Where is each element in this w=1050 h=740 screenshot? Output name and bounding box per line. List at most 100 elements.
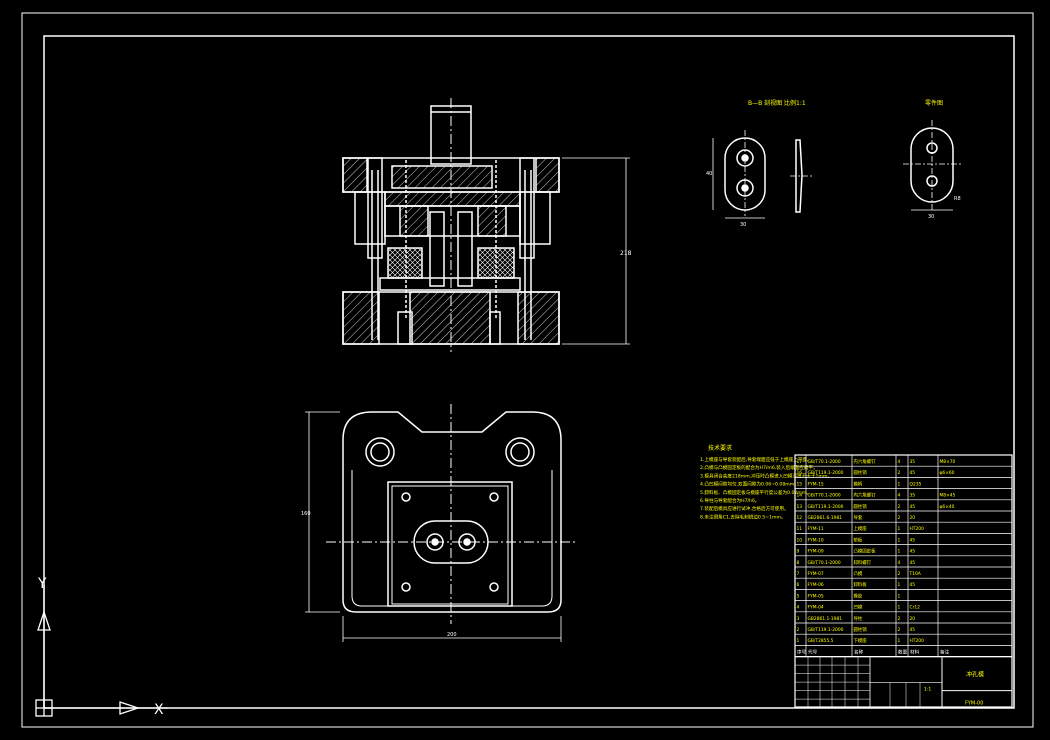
rubber-left: [387, 247, 423, 279]
bom-cell-no: 9: [797, 549, 800, 555]
section-a-title: B—B 剖视图 比例1:1: [748, 99, 806, 107]
bom-cell-note: M8×70: [940, 459, 956, 465]
bom-cell-material: 35: [910, 493, 916, 499]
bom-cell-code: GB/T119.1-2000: [808, 470, 844, 476]
bom-cell-no: 6: [797, 582, 800, 588]
bom-cell-no: 14: [797, 493, 803, 499]
tech-notes-list: 1.上模座与导套装配后,导套端面应低于上模座上平面。2.凸模与凸模固定板的配合为…: [700, 456, 832, 520]
bom-cell-material: T10A: [909, 571, 921, 577]
part-height-label: 40: [706, 171, 712, 177]
bom-cell-material: 45: [910, 470, 916, 476]
bom-cell-name: 圆柱销: [854, 503, 868, 510]
stripper-plate: [379, 277, 521, 291]
bom-cell-no: 1: [797, 638, 800, 644]
front-section-view: [342, 98, 630, 352]
bom-cell-code: FYM-10: [808, 537, 824, 543]
part-detail-plan: [903, 120, 962, 211]
bom-cell-code: GB/T119.1-2000: [808, 627, 844, 633]
tech-note: 7.装配后模具应进行试冲,合格后方可使用。: [700, 505, 789, 512]
bom-cell-name: 圆柱销: [854, 469, 868, 476]
bom-header-cell: 材料: [910, 648, 920, 655]
bom-cell-code: GB/T70.1-2000: [808, 459, 841, 465]
guide-bush-left: [367, 157, 383, 259]
plan-view: [305, 404, 578, 642]
punch-plate: [384, 205, 521, 237]
bom-cell-material: Q235: [910, 481, 922, 487]
bom-cell-no: 8: [797, 560, 800, 566]
punch-right: [457, 211, 473, 287]
bom-cell-code: FYM-15: [808, 481, 824, 487]
tech-note: 8.未注倒角C1,去除毛刺锐边0.5~1mm。: [700, 513, 786, 520]
screw-hole-tr: [489, 492, 499, 502]
bom-cell-qty: 4: [898, 560, 901, 566]
bom-cell-material: Cr12: [910, 605, 921, 611]
backing-plate: [384, 191, 521, 207]
bom-cell-name: 卸料板: [854, 581, 868, 588]
bom-cell-code: GB/T119.1-2000: [808, 504, 844, 510]
tech-note: 3.模具闭合高度218mm,冲压时凸模进入凹模深度不大于1mm。: [700, 472, 832, 479]
bom-cell-qty: 1: [898, 638, 901, 644]
bom-cell-no: 10: [797, 537, 803, 543]
bom-cell-qty: 1: [898, 481, 901, 487]
bom-cell-name: 垫板: [854, 536, 863, 543]
bom-cell-code: GB/T70.1-2000: [808, 560, 841, 566]
bom-cell-qty: 1: [898, 593, 901, 599]
bom-cell-code: FYM-09: [808, 549, 824, 555]
part-width-label: 30: [740, 222, 746, 228]
bom-cell-qty: 2: [898, 470, 901, 476]
bom-cell-code: FYM-07: [808, 571, 824, 577]
guide-hole-right: [505, 437, 535, 467]
bom-cell-no: 2: [797, 627, 800, 633]
bom-cell-no: 5: [797, 593, 800, 599]
bom-cell-qty: 2: [898, 627, 901, 633]
bom-cell-no: 13: [797, 504, 803, 510]
bom-header-cell: 名称: [854, 648, 864, 655]
screw-hole-br: [489, 582, 499, 592]
bom-cell-name: 下模座: [854, 637, 868, 644]
bom-cell-qty: 4: [898, 493, 901, 499]
bom-cell-material: HT200: [910, 526, 925, 532]
bom-cell-material: 45: [910, 582, 916, 588]
bom-cell-material: 45: [910, 560, 916, 566]
bom-cell-name: 内六角螺钉: [854, 458, 877, 465]
screw-hole-tl: [401, 492, 411, 502]
bom-cell-no: 4: [797, 605, 800, 611]
ucs-icon: [35, 585, 168, 717]
bom-header-cell: 代号: [808, 648, 818, 655]
bom-cell-code: FYM-04: [808, 605, 824, 611]
part-radius-label: R8: [954, 196, 961, 202]
bom-cell-qty: 1: [898, 549, 901, 555]
bom-cell-name: 模柄: [854, 480, 863, 487]
bom-header-cell: 数量: [898, 648, 908, 655]
bom-cell-name: 凹模: [854, 604, 863, 611]
punch-left: [429, 211, 445, 287]
bom-cell-no: 17: [797, 459, 803, 465]
bom-cell-code: FYM-11: [808, 526, 824, 532]
bom-cell-name: 橡胶: [854, 592, 863, 599]
bom-cell-qty: 2: [898, 616, 901, 622]
bom-cell-qty: 1: [898, 526, 901, 532]
bom-cell-material: 20: [910, 515, 916, 521]
bom-cell-material: 20: [910, 616, 916, 622]
bom-header-cell: 序号: [797, 648, 807, 655]
bom-cell-material: 45: [910, 537, 916, 543]
screw-hole-bl: [401, 582, 411, 592]
bom-cell-note: M8×45: [940, 493, 956, 499]
drawing-title: 冲孔模: [966, 671, 984, 679]
bom-cell-material: HT200: [910, 638, 925, 644]
tech-note: 1.上模座与导套装配后,导套端面应低于上模座上平面。: [700, 456, 812, 463]
bom-cell-code: GB2861.6-1981: [808, 515, 843, 521]
bom-cell-qty: 2: [898, 504, 901, 510]
bom-cell-no: 15: [797, 481, 803, 487]
bom-cell-no: 16: [797, 470, 803, 476]
bom-cell-qty: 1: [898, 582, 901, 588]
bom-cell-no: 11: [797, 526, 803, 532]
bom-cell-name: 凸模固定板: [854, 548, 877, 555]
tech-note: 4.凸凹模间隙均匀,双面间隙为0.06~0.08mm。: [700, 481, 799, 488]
tech-note: 2.凸模与凸模固定板的配合为H7/m6,装入后端面应磨平。: [700, 464, 818, 471]
bom-cell-name: 导柱: [854, 615, 863, 622]
bom-cell-qty: 4: [898, 459, 901, 465]
part-plan-width-label: 30: [928, 214, 934, 220]
